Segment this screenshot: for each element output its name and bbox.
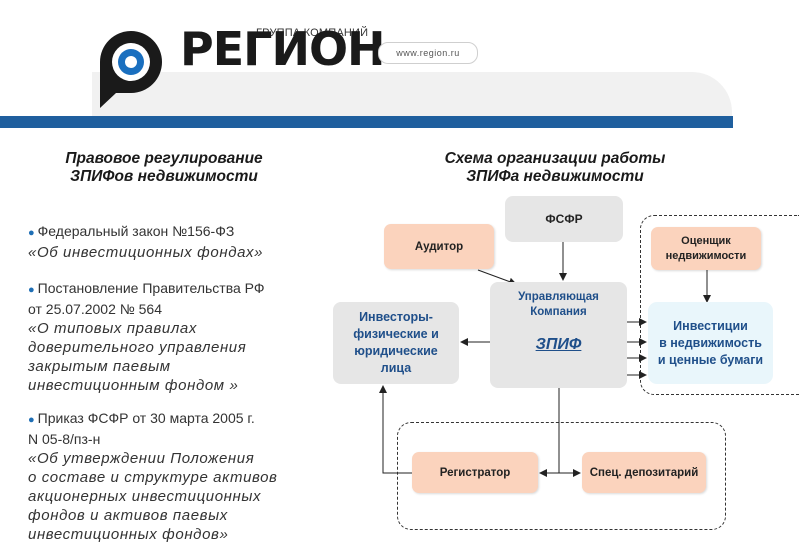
investments-label-line: и ценные бумаги [657,352,764,367]
investments-box: Инвестиции в недвижимость и ценные бумаг… [648,302,773,384]
arrow-auditor-to-uk [477,269,517,286]
left-heading: Правовое регулирование ЗПИФов недвижимос… [30,150,298,186]
law-text: Приказ ФСФР от 30 марта 2005 г. [37,410,255,426]
zpif-label: ЗПИФ [535,336,582,353]
left-heading-line2: ЗПИФов недвижимости [70,168,258,185]
bullet-icon: ● [28,227,35,239]
bullet-icon: ● [28,284,35,296]
law-quote: доверительного управления [28,339,247,356]
management-company-box: Управляющая Компания ЗПИФ [490,282,627,388]
investments-label-line: Инвестиции [673,318,748,333]
header-blue-bar [0,116,733,128]
right-heading-line2: ЗПИФа недвижимости [466,168,644,185]
law-quote: инвестиционных фондов» [28,526,229,543]
depository-label: Спец. депозитарий [589,466,699,479]
law-item: ●Федеральный закон №156-ФЗ «Об инвестици… [28,222,328,262]
fsfr-label: ФСФР [545,212,583,226]
law-quote: о составе и структуре активов [28,469,278,486]
appraiser-label-line2: недвижимости [665,249,747,262]
bullet-icon: ● [28,414,35,426]
infrastructure-group-outline [397,422,726,530]
law-text: N 05-8/пз-н [28,431,101,447]
auditor-box: Аудитор [384,224,494,269]
arrow-registrar-to-investors [379,385,412,474]
left-heading-line1: Правовое регулирование [65,150,263,167]
law-quote: «О типовых правилах [28,320,197,337]
law-quote: фондов и активов паевых [28,507,228,524]
law-item: ●Приказ ФСФР от 30 марта 2005 г. N 05-8/… [28,409,328,544]
appraiser-label-line1: Оценщик [681,234,731,247]
law-quote: «Об инвестиционных фондах» [28,244,264,261]
site-url-link[interactable]: www.region.ru [378,42,478,64]
auditor-label: Аудитор [414,240,464,253]
registrar-label: Регистратор [439,466,511,479]
law-quote: инвестиционным фондом » [28,377,239,394]
law-text: Федеральный закон №156-ФЗ [37,223,235,239]
fsfr-box: ФСФР [505,196,623,242]
uk-label-line2: Компания [530,306,587,318]
appraiser-box: Оценщик недвижимости [651,227,761,270]
registrar-box: Регистратор [412,452,538,493]
investors-box: Инвесторы- физические и юридические лица [333,302,459,384]
investment-group-outline [640,215,799,395]
depository-box: Спец. депозитарий [582,452,706,493]
investors-label-line: физические и [353,327,439,341]
investments-label-line: в недвижимость [659,335,762,350]
investors-label-line: юридические [354,344,438,358]
right-heading-line1: Схема организации работы [444,150,666,167]
law-text: Постановление Правительства РФ [37,280,265,296]
region-logo-icon [100,31,162,108]
right-heading: Схема организации работы ЗПИФа недвижимо… [400,150,710,186]
investors-label-line: лица [380,361,412,375]
law-text: от 25.07.2002 № 564 [28,301,163,317]
uk-label-line1: Управляющая [518,291,599,303]
investors-label-line: Инвесторы- [359,310,433,324]
logo-group-label: ГРУППА КОМПАНИЙ [256,27,369,39]
law-quote: акционерных инвестиционных [28,488,262,505]
law-item: ●Постановление Правительства РФ от 25.07… [28,279,328,395]
law-quote: закрытым паевым [28,358,171,375]
header-gray-band [92,72,732,118]
law-quote: «Об утверждении Положения [28,450,255,467]
logo-wordmark: РЕГИОН [180,22,386,76]
